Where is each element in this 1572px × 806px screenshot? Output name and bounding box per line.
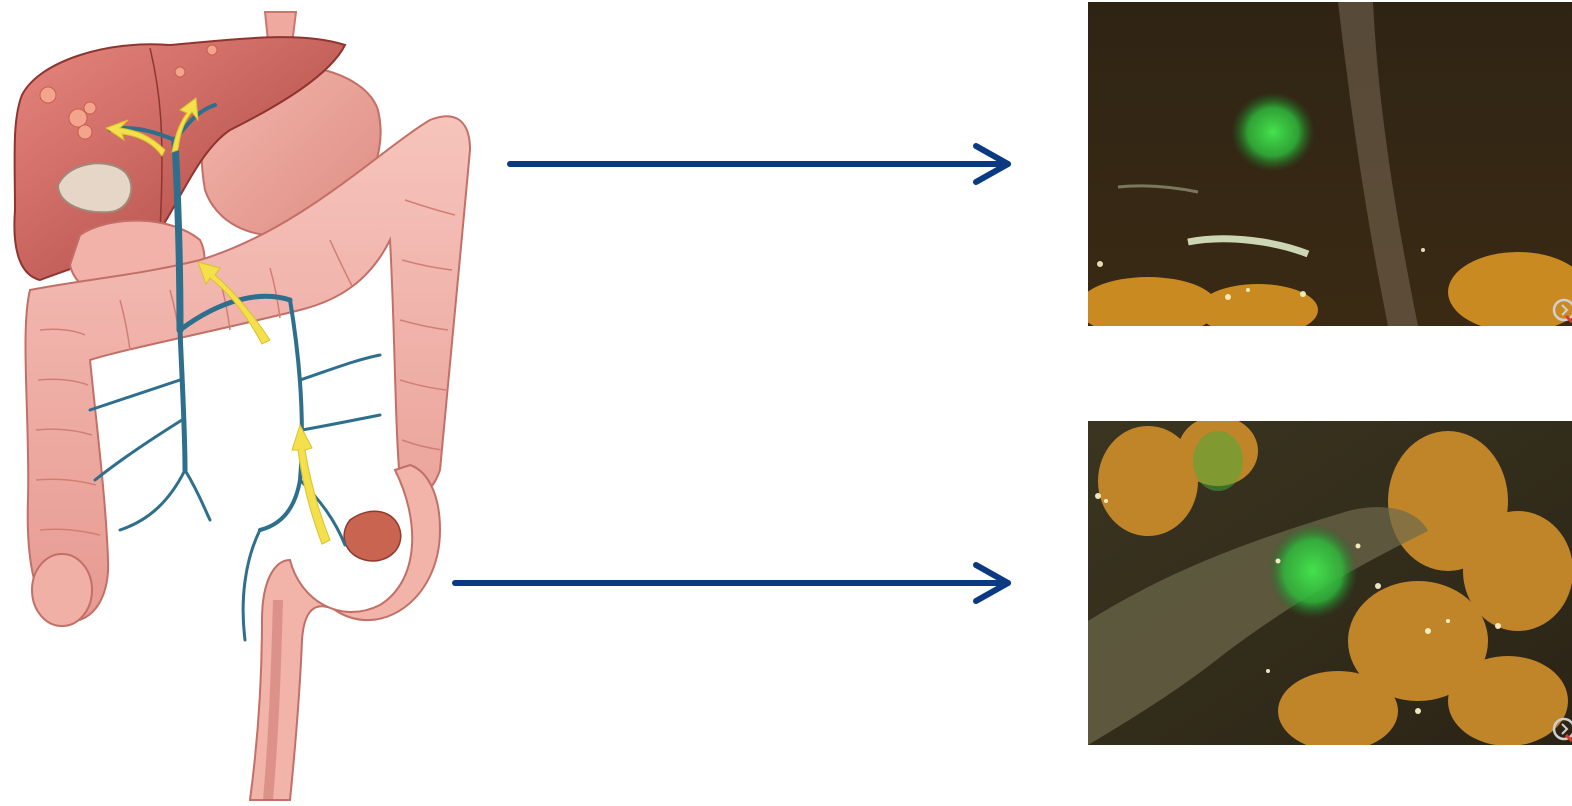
overlay-badge-icon [1548, 715, 1572, 743]
anatomy-illustration [0, 0, 500, 806]
tumor [344, 511, 401, 561]
overlay-badge-icon [1548, 296, 1572, 324]
fluorescence-image-colon [1088, 421, 1572, 745]
arrow-bottom [455, 565, 1008, 601]
fluorescent-lesion [1268, 523, 1358, 619]
fluorescence-image-liver [1088, 2, 1572, 326]
cecum [32, 554, 92, 626]
arrow-top [510, 146, 1008, 182]
fluorescent-lesion [1231, 92, 1315, 172]
